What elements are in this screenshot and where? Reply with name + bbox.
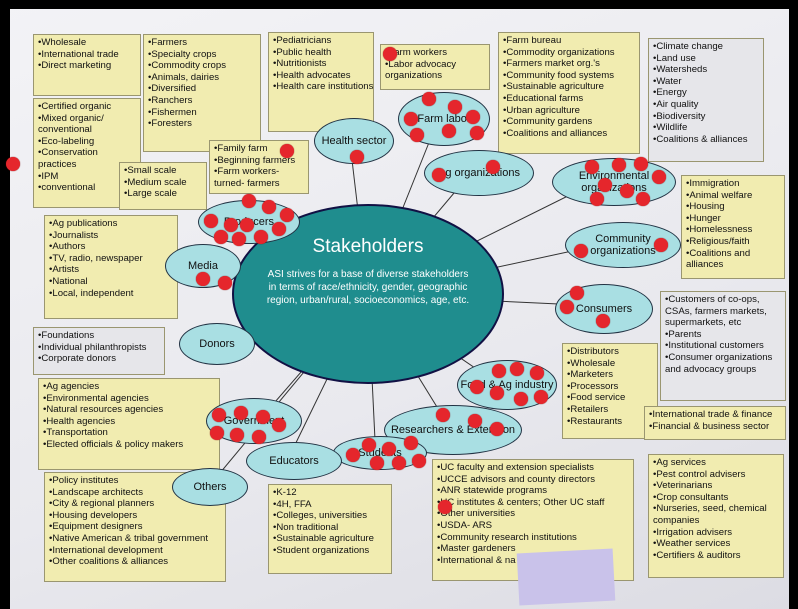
vote-dot: [392, 456, 406, 470]
note-markets: •Wholesale•International trade•Direct ma…: [33, 34, 141, 96]
note-farm-labor: •Farm workers•Labor advocacy organizatio…: [380, 44, 490, 90]
vote-dot: [652, 170, 666, 184]
note-ag-services: •Ag services•Pest control advisers•Veter…: [648, 454, 784, 578]
vote-dot: [574, 244, 588, 258]
vote-dot: [530, 366, 544, 380]
vote-dot: [6, 157, 20, 171]
vote-dot: [280, 144, 294, 158]
center-description: ASI strives for a base of diverse stakeh…: [266, 269, 470, 306]
hub-educators: Educators: [246, 442, 342, 480]
vote-dot: [470, 126, 484, 140]
center-title: Stakeholders: [312, 236, 424, 257]
vote-dot: [272, 222, 286, 236]
vote-dot: [448, 100, 462, 114]
vote-dot: [486, 160, 500, 174]
vote-dot: [383, 47, 397, 61]
hub-donors: Donors: [179, 323, 255, 365]
note-ag-orgs: •Farm bureau•Commodity organizations•Far…: [498, 32, 640, 154]
left-frame: [0, 0, 10, 609]
vote-dot: [196, 272, 210, 286]
vote-dot: [468, 414, 482, 428]
vote-dot: [218, 276, 232, 290]
right-frame: [789, 0, 798, 609]
vote-dot: [470, 380, 484, 394]
vote-dot: [382, 442, 396, 456]
note-media: •Ag publications•Journalists•Authors•TV,…: [44, 215, 178, 319]
vote-dot: [346, 448, 360, 462]
vote-dot: [214, 230, 228, 244]
vote-dot: [252, 430, 266, 444]
vote-dot: [224, 218, 238, 232]
vote-dot: [240, 218, 254, 232]
vote-dot: [612, 158, 626, 172]
vote-dot: [585, 160, 599, 174]
hub-others: Others: [172, 468, 248, 506]
vote-dot: [514, 392, 528, 406]
vote-dot: [636, 192, 650, 206]
vote-dot: [490, 422, 504, 436]
vote-dot: [362, 438, 376, 452]
vote-dot: [410, 128, 424, 142]
vote-dot: [254, 230, 268, 244]
vote-dot: [490, 386, 504, 400]
vote-dot: [442, 124, 456, 138]
note-producer-types: •Farmers•Specialty crops•Commodity crops…: [143, 34, 261, 152]
vote-dot: [210, 426, 224, 440]
vote-dot: [634, 157, 648, 171]
vote-dot: [262, 200, 276, 214]
vote-dot: [242, 194, 256, 208]
vote-dot: [350, 150, 364, 164]
note-scale: •Small scale•Medium scale•Large scale: [119, 162, 207, 210]
note-educators: •K-12•4H, FFA•Colleges, universities•Non…: [268, 484, 392, 574]
vote-dot: [654, 238, 668, 252]
vote-dot: [204, 214, 218, 228]
vote-dot: [560, 300, 574, 314]
vote-dot: [234, 406, 248, 420]
vote-dot: [422, 92, 436, 106]
vote-dot: [230, 428, 244, 442]
note-finance: •International trade & finance•Financial…: [644, 406, 786, 440]
vote-dot: [466, 110, 480, 124]
note-family-farm: •Family farm•Beginning farmers•Farm work…: [209, 140, 309, 194]
vote-dot: [232, 232, 246, 246]
note-health: •Pediatricians•Public health•Nutritionis…: [268, 32, 374, 132]
note-donors: •Foundations•Individual philanthropists•…: [33, 327, 165, 375]
vote-dot: [598, 178, 612, 192]
vote-dot: [432, 168, 446, 182]
vote-dot: [404, 436, 418, 450]
note-community: •Immigration•Animal welfare•Housing•Hung…: [681, 175, 785, 279]
note-government: •Ag agencies•Environmental agencies•Natu…: [38, 378, 220, 470]
vote-dot: [436, 408, 450, 422]
vote-dot: [404, 112, 418, 126]
vote-dot: [492, 364, 506, 378]
vote-dot: [534, 390, 548, 404]
vote-dot: [596, 314, 610, 328]
handwritten-note: [516, 548, 616, 606]
top-frame: [0, 0, 798, 9]
vote-dot: [272, 418, 286, 432]
vote-dot: [620, 184, 634, 198]
vote-dot: [510, 362, 524, 376]
vote-dot: [280, 208, 294, 222]
vote-dot: [412, 454, 426, 468]
note-environment: •Climate change•Land use•Watersheds•Wate…: [648, 38, 764, 162]
vote-dot: [590, 192, 604, 206]
vote-dot: [256, 410, 270, 424]
vote-dot: [212, 408, 226, 422]
vote-dot: [438, 500, 452, 514]
note-food-industry: •Distributors•Wholesale•Marketers•Proces…: [562, 343, 658, 439]
note-consumers: •Customers of co-ops, CSAs, farmers mark…: [660, 291, 786, 401]
vote-dot: [570, 286, 584, 300]
vote-dot: [370, 456, 384, 470]
